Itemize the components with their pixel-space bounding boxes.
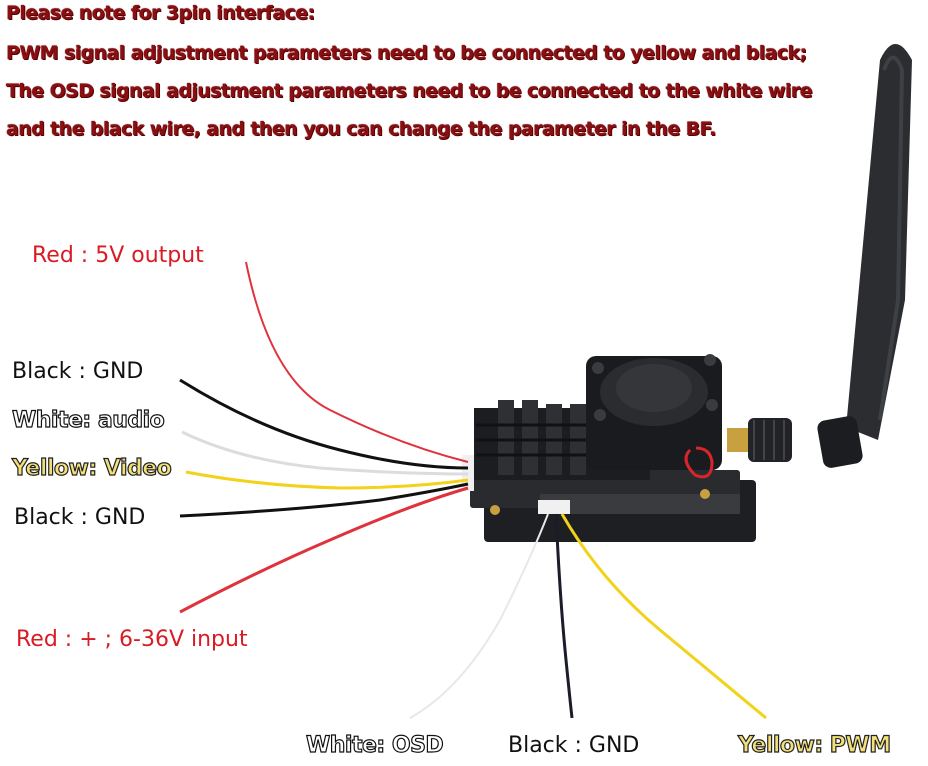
wire-yellow-video <box>185 470 469 490</box>
label-yellow-pwm: Yellow: PWM <box>737 732 891 758</box>
label-yellow-video: Yellow: Video <box>11 455 172 481</box>
note-title: Please note for 3pin interface: <box>6 2 315 24</box>
label-red-input: Red : + ; 6-36V input <box>16 627 248 652</box>
wire-black-gnd-top <box>179 378 469 470</box>
label-black-gnd-top: Black : GND <box>12 359 144 384</box>
label-red-5v-output: Red : 5V output <box>32 243 204 268</box>
label-white-audio: White: audio <box>11 407 165 433</box>
wire-black-gnd-mid <box>179 482 469 518</box>
note-line-bf: and the black wire, and then you can cha… <box>6 118 716 140</box>
wire-white-osd <box>409 513 549 719</box>
wire-red-input <box>179 486 469 614</box>
wire-black-gnd-bottom <box>554 513 574 719</box>
note-line-pwm: PWM signal adjustment parameters need to… <box>6 42 807 64</box>
label-black-gnd-mid: Black : GND <box>14 505 146 530</box>
wire-white-audio <box>181 430 469 476</box>
note-line-osd: The OSD signal adjustment parameters nee… <box>6 80 812 102</box>
vtx-device <box>462 354 756 542</box>
label-black-gnd-bottom: Black : GND <box>508 733 640 758</box>
wire-yellow-pwm <box>560 513 767 720</box>
antenna <box>727 44 912 468</box>
wire-red-5v <box>245 261 469 463</box>
label-white-osd: White: OSD <box>305 732 444 758</box>
